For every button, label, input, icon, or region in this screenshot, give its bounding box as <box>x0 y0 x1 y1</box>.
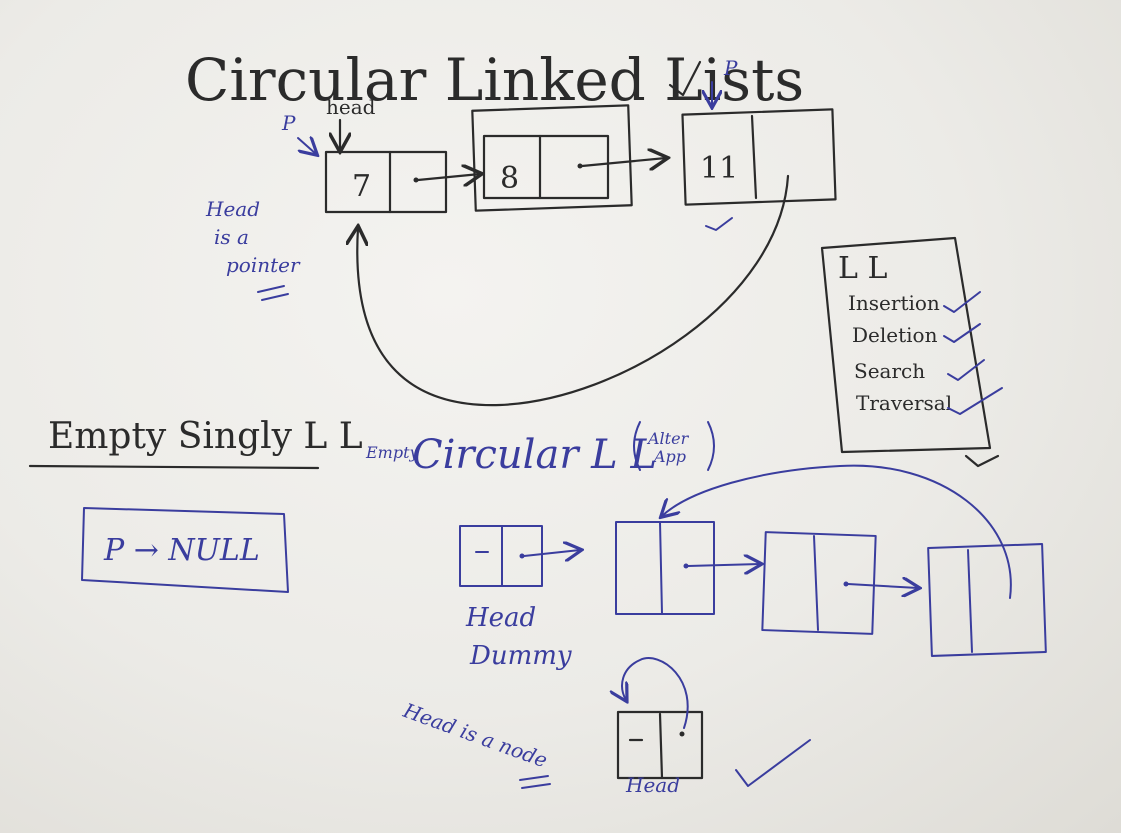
note-open-paren <box>633 421 641 471</box>
board-title: Circular Linked Lists <box>185 46 804 114</box>
head-dummy-line2: Dummy <box>469 641 572 671</box>
circular-node-1-arrow <box>687 564 760 566</box>
node-7 <box>324 150 448 214</box>
empty-singly-box <box>81 507 289 593</box>
ll-item-deletion: Deletion <box>852 323 938 347</box>
ll-item-traversal: Traversal <box>856 391 952 415</box>
node-11-value: 11 <box>700 151 738 186</box>
self-loop-arrow <box>622 657 689 729</box>
node-11-check-icon <box>705 217 733 231</box>
ll-box-border <box>820 236 992 454</box>
ll-item-insertion: Insertion <box>848 291 940 315</box>
node-8-value: 8 <box>500 161 519 196</box>
head-node-label: Head <box>625 773 680 797</box>
head-note-line2: is a <box>214 225 249 249</box>
empty-circular-note-line2: App <box>652 447 686 466</box>
node-7-value: 7 <box>352 169 371 204</box>
dummy-head-node <box>459 525 543 587</box>
node-7-next-arrow <box>416 174 480 180</box>
circular-return-arrow <box>662 464 1012 599</box>
empty-singly-underline <box>28 464 320 470</box>
self-loop-head-node <box>616 710 704 780</box>
insertion-check-icon <box>943 291 981 313</box>
head-dummy-line1: Head <box>465 603 536 633</box>
pointer-p-label: P <box>281 111 296 135</box>
ll-box-title: L L <box>838 251 887 286</box>
head-note-underline <box>257 285 289 301</box>
ll-box-check-icon <box>964 454 1000 468</box>
head-node-note: Head is a node <box>399 698 550 773</box>
note-close-paren <box>707 421 715 471</box>
circular-back-arrow <box>357 174 790 407</box>
dummy-next-arrow <box>523 550 580 556</box>
circular-node-3 <box>927 543 1047 657</box>
node-8 <box>471 104 633 212</box>
empty-circular-heading: Circular L L <box>412 432 657 478</box>
pointer-p-arrow <box>297 138 316 154</box>
ll-item-search: Search <box>854 359 925 383</box>
final-check-icon <box>735 739 811 787</box>
head-label: head <box>326 95 376 119</box>
node-8-next-arrow <box>580 158 666 166</box>
head-note-line3: pointer <box>226 253 301 277</box>
title-check-icon <box>668 60 702 97</box>
circular-node-1 <box>615 521 715 615</box>
search-check-icon <box>947 359 985 381</box>
deletion-check-icon <box>943 323 981 343</box>
empty-singly-heading: Empty Singly L L <box>48 416 363 457</box>
empty-circular-note-line1: Alter <box>646 429 690 448</box>
traversal-check-icon <box>947 387 1003 415</box>
circular-node-2-arrow <box>847 584 918 588</box>
head-note-line1: Head <box>205 197 260 221</box>
node-11 <box>681 108 837 206</box>
circular-node-2 <box>761 531 877 635</box>
pointer-p-right-label: P <box>723 56 738 80</box>
empty-singly-box-text: P → NULL <box>103 533 260 568</box>
head-node-underline <box>519 775 551 789</box>
empty-circular-prefix: Empty <box>365 443 420 462</box>
